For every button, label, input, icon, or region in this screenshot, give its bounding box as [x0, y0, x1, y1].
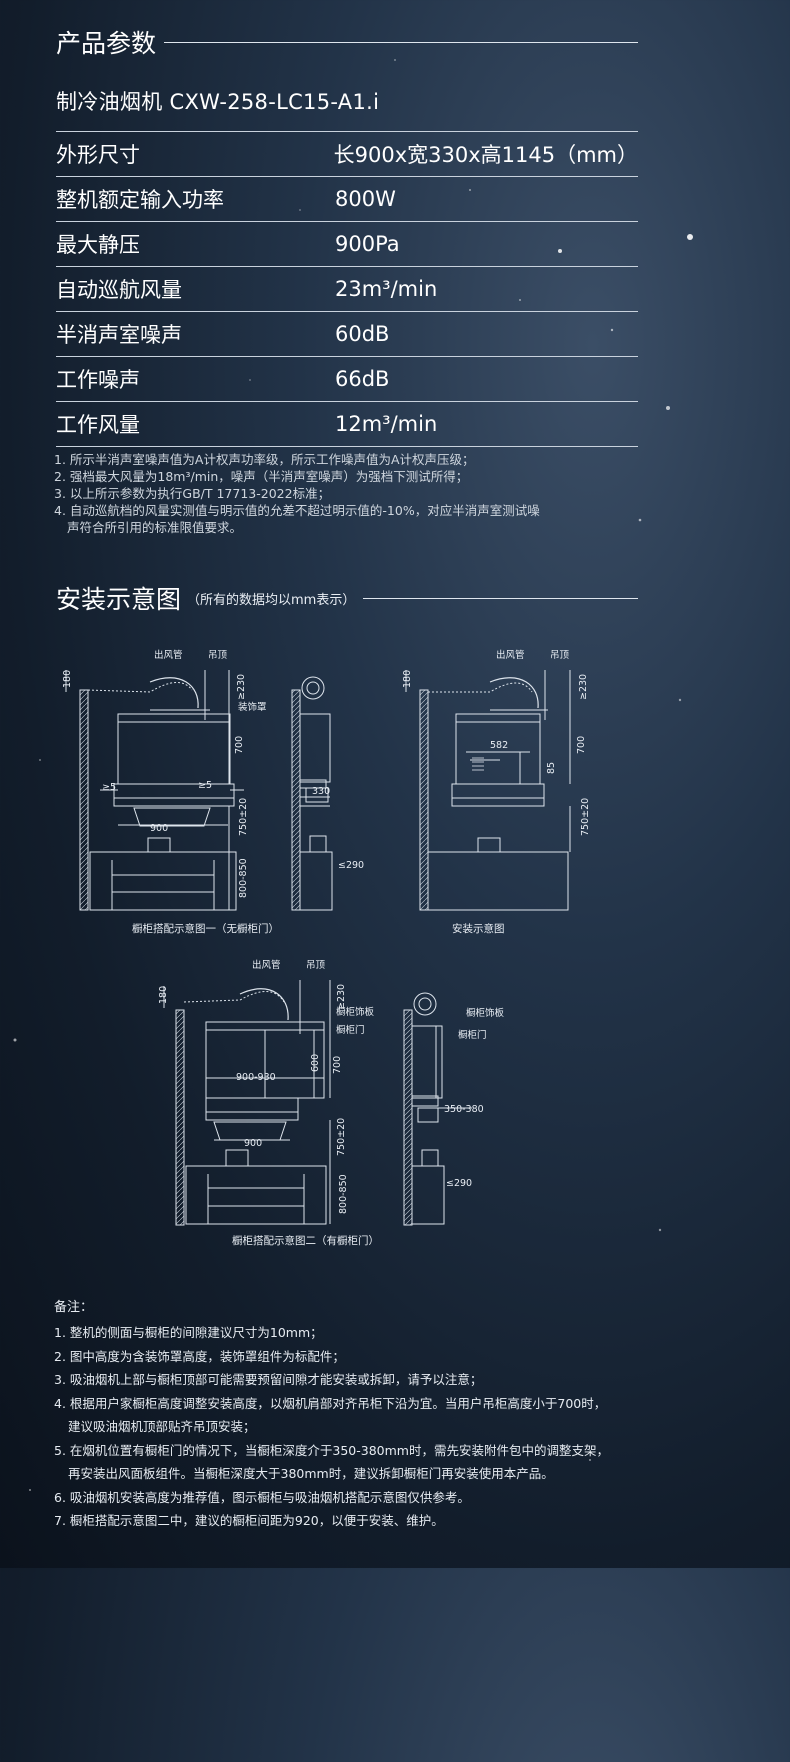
spec-row: 工作噪声 66dB [56, 356, 638, 401]
label-cover: 装饰罩 [238, 701, 267, 713]
diagram-1-front [65, 670, 333, 911]
spec-notes: 1. 所示半消声室噪声值为A计权声功率级，所示工作噪声值为A计权声压级； 2. … [54, 451, 614, 536]
spec-note: 3. 以上所示参数为执行GB/T 17713-2022标准； [54, 486, 331, 501]
diagram-3-front-doors [163, 980, 472, 1226]
diagram-2-caption: 安装示意图 [452, 922, 505, 935]
spec-label: 自动巡航风量 [56, 278, 182, 302]
spec-row: 外形尺寸 长900x宽330x高1145（mm） [56, 131, 638, 176]
spec-value: 66dB [335, 367, 390, 391]
remark-item: 3. 吸油烟机上部与橱柜顶部可能需要预留间隙才能安装或拆卸，请予以注意； [54, 1372, 483, 1387]
spec-value: 900Pa [335, 232, 400, 256]
spec-label: 工作噪声 [56, 368, 140, 392]
spec-row: 半消声室噪声 60dB [56, 311, 638, 356]
label-dim: 750±20 [580, 798, 591, 836]
label-dim: ≥230 [336, 984, 347, 1010]
label-dim: 600 [310, 1054, 321, 1072]
remark-item: 2. 图中高度为含装饰罩高度，装饰罩组件为标配件； [54, 1348, 345, 1364]
header-rule [363, 597, 638, 599]
model-name: 制冷油烟机 CXW-258-LC15-A1.i [56, 90, 380, 114]
label-dim: ≥230 [236, 674, 247, 700]
spec-table: 外形尺寸 长900x宽330x高1145（mm） 整机额定输入功率 800W 最大静… [56, 131, 638, 447]
label-panel: 橱柜饰板 [466, 1007, 505, 1019]
spec-label: 最大静压 [56, 233, 140, 257]
label-dim: 800-850 [338, 1174, 349, 1214]
remark-item: 5. 在烟机位置有橱柜门的情况下，当橱柜深度介于350-380mm时，需先安装附… [54, 1442, 609, 1458]
installation-diagrams: 出风管 吊顶 装饰罩 180 ≥230 700 ≥5 ≥5 750±20 900… [62, 649, 591, 1247]
label-duct: 出风管 [496, 649, 525, 661]
diagram-2-install [405, 670, 571, 911]
label-dim: 350-380 [444, 1104, 484, 1115]
remark-item: 建议吸油烟机顶部贴齐吊顶安装； [68, 1419, 256, 1434]
label-ceiling: 吊顶 [306, 960, 326, 971]
remark-item: 再安装出风面板组件。当橱柜深度大于380mm时，建议拆卸橱柜门再安装使用本产品。 [68, 1466, 554, 1481]
label-dim: 700 [576, 736, 587, 754]
label-dim: 700 [234, 736, 245, 754]
install-section-header: 安装示意图 （所有的数据均以mm表示） [56, 580, 638, 616]
label-duct: 出风管 [252, 959, 281, 971]
label-dim: 85 [546, 762, 557, 774]
spec-row: 整机额定输入功率 800W [56, 176, 638, 221]
params-section-header: 产品参数 [56, 24, 638, 60]
label-ceiling: 吊顶 [550, 650, 570, 661]
label-dim: 180 [158, 986, 169, 1004]
spec-row: 自动巡航风量 23m³/min [56, 266, 638, 311]
label-ceiling: 吊顶 [208, 650, 228, 661]
diagram-1-caption: 橱柜搭配示意图一（无橱柜门） [132, 922, 279, 935]
label-panel: 橱柜饰板 [336, 1006, 375, 1018]
spec-label: 外形尺寸 [56, 143, 140, 167]
spec-note: 1. 所示半消声室噪声值为A计权声功率级，所示工作噪声值为A计权声压级； [54, 452, 475, 467]
label-dim: 180 [402, 670, 413, 688]
spec-note: 2. 强档最大风量为18m³/min，噪声（半消声室噪声）为强档下测试所得； [54, 469, 469, 484]
spec-value: 60dB [335, 322, 390, 346]
spec-label: 半消声室噪声 [56, 323, 182, 347]
remark-item: 1. 整机的侧面与橱柜的间隙建议尺寸为10mm； [54, 1325, 323, 1340]
remarks-section: 备注： 1. 整机的侧面与橱柜的间隙建议尺寸为10mm； 2. 图中高度为含装饰… [54, 1296, 654, 1533]
label-dim: 900-930 [236, 1072, 276, 1083]
spec-value: 800W [335, 187, 396, 211]
label-dim: 750±20 [238, 798, 249, 836]
spec-row: 最大静压 900Pa [56, 221, 638, 266]
label-dim: 180 [62, 670, 73, 688]
remarks-title: 备注： [54, 1300, 94, 1315]
label-dim: 900 [150, 823, 168, 834]
label-dim: ≥230 [578, 674, 589, 700]
spec-note: 声符合所引用的标准限值要求。 [67, 520, 243, 535]
label-dim: 900 [244, 1138, 262, 1149]
label-door: 橱柜门 [458, 1029, 487, 1041]
remark-item: 7. 橱柜搭配示意图二中，建议的橱柜间距为920，以便于安装、维护。 [54, 1513, 444, 1528]
diagram-3-caption: 橱柜搭配示意图二（有橱柜门） [232, 1234, 379, 1247]
install-title: 安装示意图 [56, 585, 182, 614]
install-subtitle: （所有的数据均以mm表示） [187, 592, 356, 608]
label-dim: 750±20 [336, 1118, 347, 1156]
label-dim: 582 [490, 740, 508, 751]
label-dim: ≤290 [446, 1178, 472, 1189]
spec-row: 工作风量 12m³/min [56, 401, 638, 447]
label-dim: 700 [332, 1056, 343, 1074]
header-rule [164, 41, 638, 43]
params-title: 产品参数 [56, 29, 157, 58]
label-dim: 800-850 [238, 858, 249, 898]
label-dim: 330 [312, 786, 330, 797]
label-duct: 出风管 [154, 649, 183, 661]
spec-value: 23m³/min [335, 277, 438, 301]
label-dim: ≥5 [102, 782, 116, 793]
remark-item: 6. 吸油烟机安装高度为推荐值，图示橱柜与吸油烟机搭配示意图仅供参考。 [54, 1489, 470, 1505]
label-door: 橱柜门 [336, 1024, 365, 1036]
spec-value: 12m³/min [335, 412, 438, 436]
spec-label: 整机额定输入功率 [56, 188, 224, 212]
spec-note: 4. 自动巡航档的风量实测值与明示值的允差不超过明示值的-10%，对应半消声室测… [54, 503, 540, 518]
remark-item: 4. 根据用户家橱柜高度调整安装高度，以烟机肩部对齐吊柜下沿为宜。当用户吊柜高度… [54, 1395, 607, 1411]
label-dim: ≤290 [338, 860, 364, 871]
label-dim: ≥5 [198, 780, 212, 791]
spec-label: 工作风量 [56, 413, 140, 437]
spec-value: 长900x宽330x高1145（mm） [333, 143, 638, 167]
